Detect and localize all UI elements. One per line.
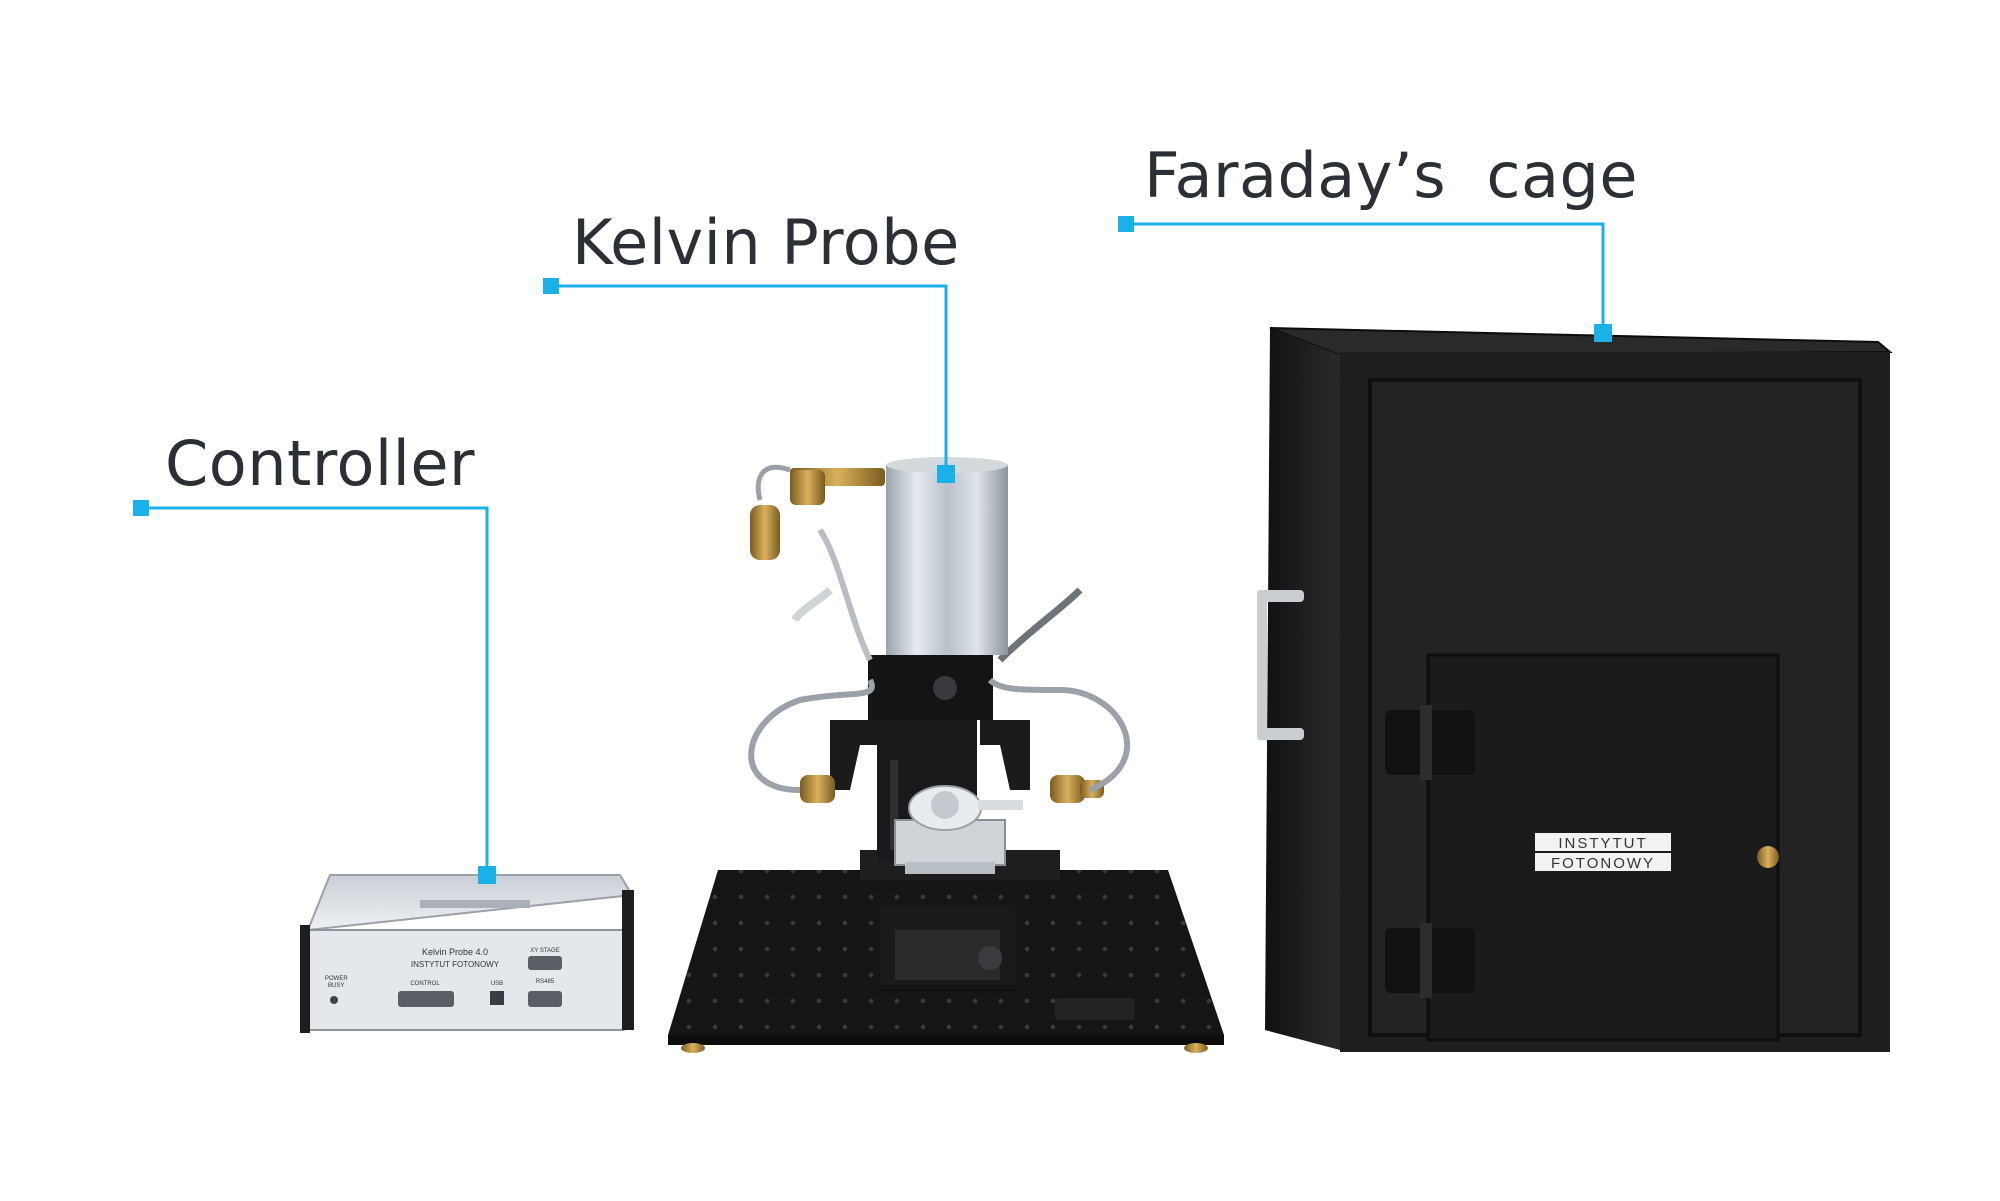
controller-maker-text: INSTYTUT FOTONOWY (411, 960, 500, 969)
callout-controller-end-marker (478, 866, 496, 884)
callout-controller (133, 500, 496, 884)
control-port (398, 991, 454, 1007)
callout-faraday-end-marker (1594, 324, 1612, 342)
controller-power-label: POWER (325, 976, 348, 982)
rs485-port (528, 991, 562, 1007)
usb-port (490, 991, 504, 1005)
cage-sticker-line1: INSTYTUT (1558, 835, 1647, 852)
faradays-cage-label: Faraday’s cage (1144, 139, 1638, 212)
controller-busy-label: BUSY (328, 983, 344, 989)
cage-sticker-line2: FOTONOWY (1551, 855, 1655, 872)
callout-faradays-cage (1118, 216, 1612, 342)
controller-rs485-label: RS485 (536, 979, 555, 985)
kelvin-probe-instrument (668, 457, 1224, 1053)
faradays-cage: INSTYTUT FOTONOWY (1257, 327, 1893, 1052)
callout-kelvin-end-marker (937, 465, 955, 483)
controller-model-text: Kelvin Probe 4.0 (422, 947, 488, 957)
controller-unit: Kelvin Probe 4.0 INSTYTUT FOTONOWY POWER… (300, 874, 634, 1033)
callout-kelvin-probe (543, 278, 955, 483)
kelvin-probe-label: Kelvin Probe (572, 206, 960, 279)
controller-usb-label: USB (491, 981, 503, 987)
controller-label: Controller (165, 427, 475, 500)
xy-stage-port (528, 956, 562, 970)
controller-control-label: CONTROL (410, 981, 440, 987)
controller-xystage-label: XY STAGE (530, 948, 559, 954)
controller-power-led (330, 996, 338, 1004)
